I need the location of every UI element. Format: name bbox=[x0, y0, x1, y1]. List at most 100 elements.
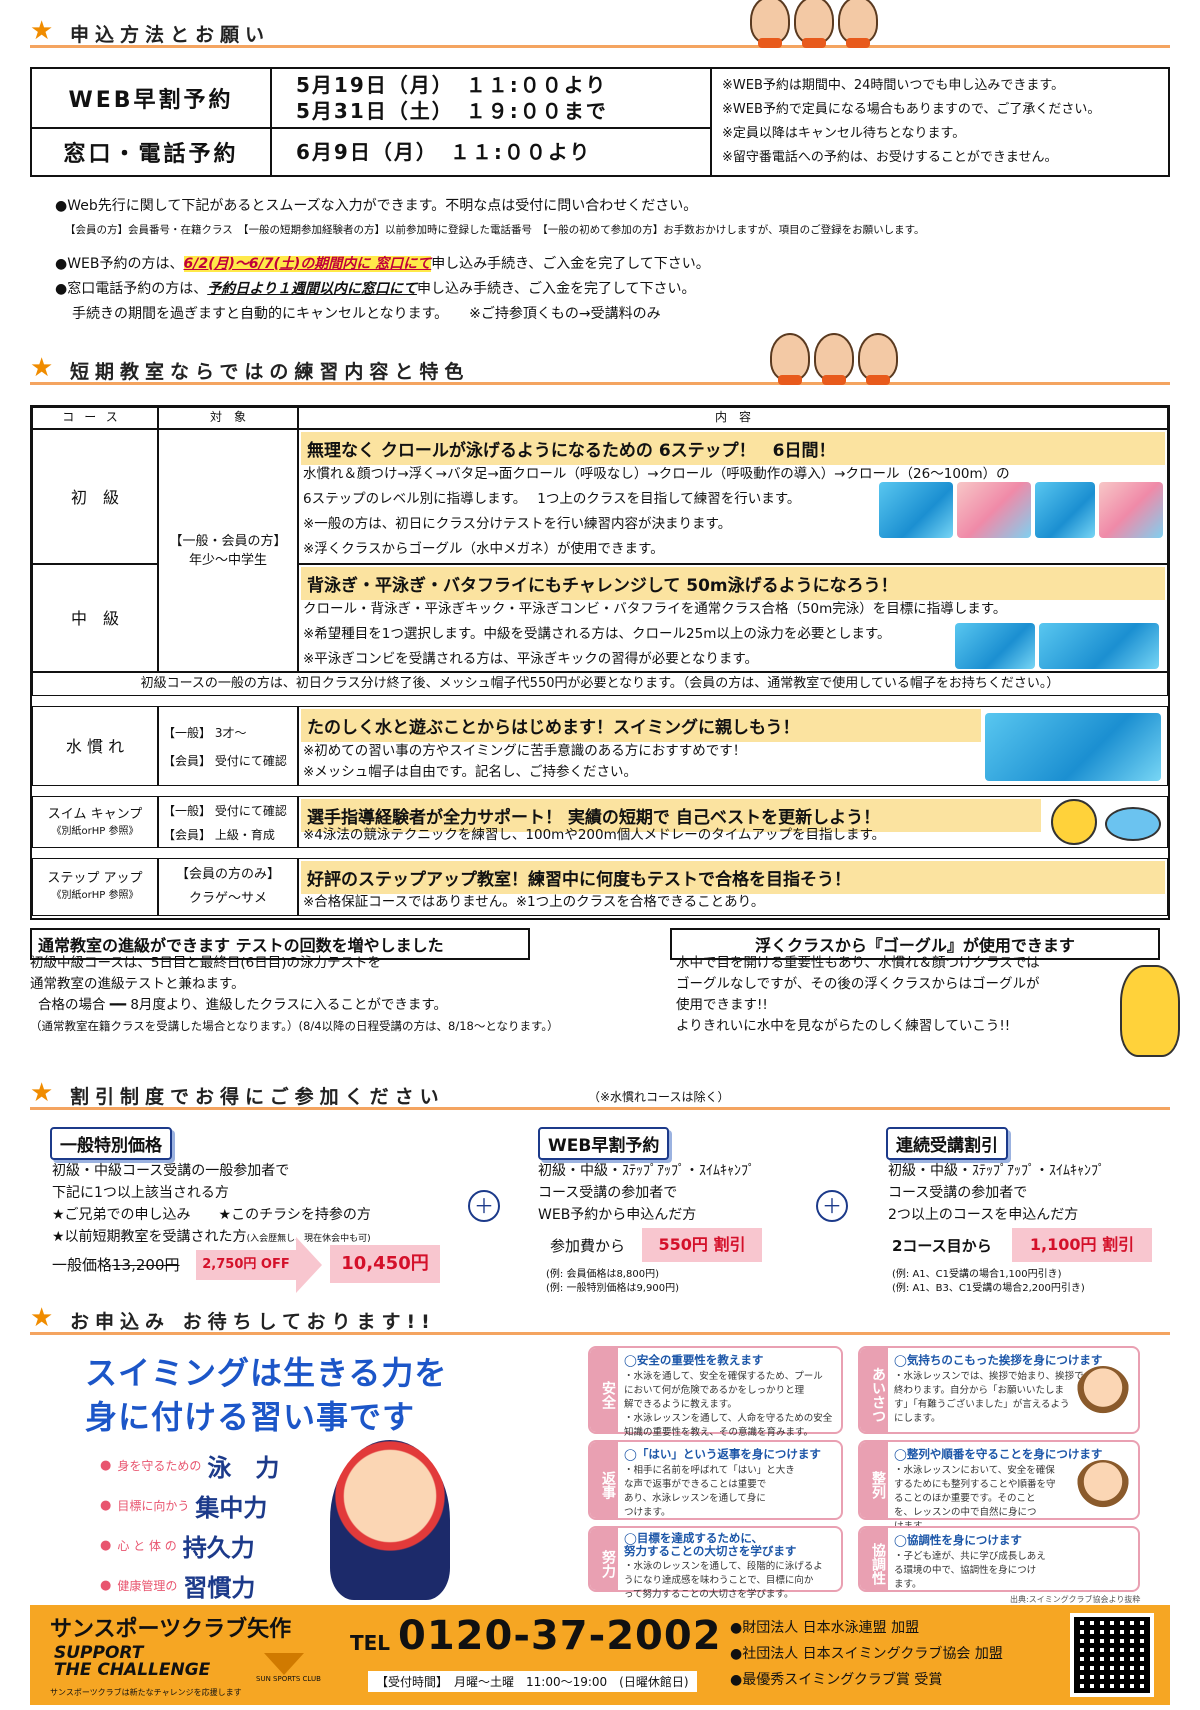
section-title: 短期教室ならではの練習内容と特色 bbox=[70, 361, 470, 383]
value-card-cooperation: 協調性 ◯協調性を身につけます ・子ども達が、共に学び成長しあえ る環境の中で、… bbox=[858, 1526, 1140, 1592]
info-line: ●WEB予約の方は、6/2(月)～6/7(土)の期間内に 窓口にて申し込み手続き… bbox=[55, 256, 710, 272]
staff-photo bbox=[770, 333, 898, 385]
multi-discount-examples: (例: A1、C1受講の場合1,100円引き) (例: A1、B3、C1受講の場… bbox=[892, 1269, 1085, 1294]
phone-date: 6月9日（月） １１:００より bbox=[270, 127, 712, 177]
info-line: 手続きの期間を過ぎますと自動的にキャンセルとなります。 ※ご持参頂くもの→受講料… bbox=[72, 306, 661, 322]
star-icon: ★ bbox=[30, 1303, 54, 1333]
multi-discount-text: 初級・中級・ｽﾃｯﾌﾟｱｯﾌﾟ・ｽｲﾑｷｬﾝﾌﾟ コース受講の参加者で 2つ以上… bbox=[888, 1163, 1105, 1223]
staff-face bbox=[838, 0, 878, 48]
section-title: お申込み お待ちしております!! bbox=[70, 1311, 436, 1333]
promo-left-title: 通常教室の進級ができます テストの回数を増やしました bbox=[30, 928, 530, 960]
plus-icon: ＋ bbox=[468, 1190, 500, 1222]
web-label: WEB早割予約 bbox=[30, 67, 272, 129]
swim-photo bbox=[1039, 623, 1159, 669]
regular-price: 一般価格13,200円 bbox=[52, 1256, 180, 1274]
child-illustration bbox=[1076, 1460, 1130, 1514]
promo-right-text: 水中で目を開ける重要性もあり、水慣れ＆顔つけクラスでは ゴーグルなしですが、その… bbox=[676, 955, 1040, 1034]
value-card-safety: 安全 ◯安全の重要性を教えます ・水泳を通して、安全を確保するため、プール にお… bbox=[588, 1346, 843, 1438]
col-header: 内 容 bbox=[298, 407, 1168, 429]
col-header: コース bbox=[32, 407, 158, 429]
banner-headline: スイミングは生きる力を bbox=[85, 1354, 448, 1392]
promo-right-title: 浮くクラスから『ゴーグル』が使用できます bbox=[670, 928, 1160, 960]
tagline-note: サンスポーツクラブは新たなチャレンジを応援します bbox=[50, 1688, 242, 1697]
reservation-table: WEB早割予約 5月19日（月） １１:００より 5月31日（土） １９:００ま… bbox=[30, 67, 1170, 177]
section-header-courses: ★ 短期教室ならではの練習内容と特色 bbox=[30, 333, 1170, 385]
web-discount-text: 初級・中級・ｽﾃｯﾌﾟｱｯﾌﾟ・ｽｲﾑｷｬﾝﾌﾟ コース受講の参加者で WEB予… bbox=[538, 1163, 755, 1223]
info-line: ●Web先行に関して下記があるとスムーズな入力ができます。不明な点は受付に問い合… bbox=[55, 198, 698, 214]
section-header-discount: ★ 割引制度でお得にご参加ください （※水慣れコースは除く） bbox=[30, 1080, 1170, 1110]
special-price: 10,450円 bbox=[330, 1245, 440, 1283]
value-card-effort: 努力 ◯目標を達成するために、 努力することの大切さを学びます ・水泳のレッスン… bbox=[588, 1526, 843, 1600]
multi-discount-label: 2コース目から bbox=[892, 1237, 992, 1255]
course-swimcamp: スイム キャンプ 《別紙orHP 参照》 bbox=[32, 796, 158, 848]
staff-face bbox=[858, 333, 898, 385]
staff-photo bbox=[750, 0, 878, 48]
swimcamp-headline: 選手指導経験者が全力サポート！ 実績の短期で 自己ベストを更新しよう！ bbox=[301, 799, 1041, 832]
staff-face bbox=[750, 0, 790, 48]
child-illustration bbox=[1076, 1366, 1130, 1420]
multi-discount-title: 連続受講割引 bbox=[886, 1127, 1008, 1160]
stepup-target: 【会員の方のみ】 クラゲ～サメ bbox=[158, 858, 298, 916]
swim-photo bbox=[1035, 482, 1095, 538]
info-small: 【会員の方】会員番号・在籍クラス 【一般の短期参加経験者の方】以前参加時に登録し… bbox=[65, 224, 925, 236]
value-card-order: 整列 ◯整列や順番を守ることを身につけます ・水泳レッスンにおいて、安全を確保 … bbox=[858, 1440, 1140, 1532]
water-headline: たのしく水と遊ぶことからはじめます！スイミングに親しもう！ bbox=[301, 709, 981, 742]
section-title: 割引制度でお得にご参加ください bbox=[70, 1086, 445, 1108]
course-stepup: ステップ アップ 《別紙orHP 参照》 bbox=[32, 858, 158, 916]
swim-photo bbox=[955, 623, 1035, 669]
tel-label: TEL bbox=[350, 1631, 391, 1655]
staff-face bbox=[794, 0, 834, 48]
mascot-icon bbox=[1051, 799, 1097, 845]
section-header-apply: ★ 申込方法とお願い bbox=[30, 0, 1170, 48]
off-badge: 2,750円 OFF bbox=[196, 1250, 296, 1280]
value-card-reply: 返事 ◯「はい」という返事を身につけます ・相手に名前を呼ばれて「はい」と大き … bbox=[588, 1440, 843, 1520]
web-discount-label: 参加費から bbox=[550, 1237, 626, 1255]
course-intermediate: 中 級 bbox=[32, 564, 158, 672]
qr-code[interactable] bbox=[1070, 1613, 1154, 1697]
cap-note: 初級コースの一般の方は、初日クラス分け終了後、メッシュ帽子代550円が必要となり… bbox=[32, 672, 1168, 696]
water-target: 【一般】 3才～ 【会員】 受付にて確認 bbox=[158, 706, 298, 786]
water-text: ※初めての習い事の方やスイミングに苦手意識のある方におすすめです！ ※メッシュ帽… bbox=[303, 743, 747, 780]
beginner-headline: 無理なく クロールが泳げるようになるための 6ステップ！ 6日間！ bbox=[301, 432, 1165, 465]
web-discount-title: WEB早割予約 bbox=[538, 1127, 670, 1160]
stepup-headline: 好評のステップアップ教室！練習中に何度もテストで合格を目指そう！ bbox=[301, 861, 1165, 894]
swim-photo bbox=[985, 713, 1161, 781]
intermediate-text: クロール・背泳ぎ・平泳ぎキック・平泳ぎコンビ・バタフライを通常クラス合格（50m… bbox=[303, 601, 1007, 667]
swimcamp-text: ※4泳法の競泳テクニックを練習し、100mや200m個人メドレーのタイムアップを… bbox=[303, 827, 886, 843]
stepup-content: 好評のステップアップ教室！練習中に何度もテストで合格を目指そう！ ※合格保証コー… bbox=[298, 858, 1168, 916]
star-icon: ★ bbox=[30, 1078, 54, 1108]
source-note: 出典:スイミングクラブ協会より抜粋 bbox=[1010, 1595, 1141, 1604]
skill-item: ●目標に向かう集中力 bbox=[100, 1493, 268, 1522]
intermediate-content: 背泳ぎ・平泳ぎ・バタフライにもチャレンジして 50m泳げるようになろう！ クロー… bbox=[298, 564, 1168, 672]
section-title: 申込方法とお願い bbox=[70, 24, 271, 46]
multi-discount-amount: 1,100円 割引 bbox=[1012, 1228, 1152, 1262]
general-price-text: 初級・中級コース受講の一般参加者で 下記に1つ以上該当される方 ★ご兄弟での申し… bbox=[52, 1163, 371, 1245]
arrow-right-icon bbox=[296, 1237, 322, 1293]
info-line: ●窓口電話予約の方は、予約日より１週間以内に窓口にて申し込み手続き、ご入金を完了… bbox=[55, 281, 696, 297]
value-card-greeting: あいさつ ◯気持ちのこもった挨拶を身につけます ・水泳レッスンでは、挨拶で始まり… bbox=[858, 1346, 1140, 1434]
stepup-text: ※合格保証コースではありません。※1つ上のクラスを合格できることあり。 bbox=[303, 894, 765, 910]
sun-sports-logo: SUN SPORTS CLUB bbox=[256, 1653, 321, 1689]
swim-photo bbox=[957, 482, 1031, 538]
skill-item: ●健康管理の習慣力 bbox=[100, 1573, 256, 1602]
course-water: 水 慣 れ bbox=[32, 706, 158, 786]
club-name: サンスポーツクラブ矢作 bbox=[50, 1617, 292, 1642]
tagline: SUPPORT THE CHALLENGE bbox=[54, 1643, 211, 1680]
tel-number[interactable]: 0120-37-2002 bbox=[398, 1613, 722, 1659]
staff-face bbox=[814, 333, 854, 385]
reservation-notes: ※WEB予約は期間中、24時間いつでも申し込みできます。 ※WEB予約で定員にな… bbox=[710, 67, 1170, 177]
plus-icon: ＋ bbox=[816, 1190, 848, 1222]
course-table: コース 対 象 内 容 初 級 中 級 【一般・会員の方】 年少～中学生 無理な… bbox=[30, 405, 1170, 920]
footer: サンスポーツクラブ矢作 SUPPORT THE CHALLENGE サンスポーツ… bbox=[30, 1605, 1170, 1705]
star-icon: ★ bbox=[30, 353, 54, 383]
child-swimmer-photo bbox=[330, 1440, 450, 1600]
promo-left-text: 初級中級コースは、5日目と最終日(6日目)の泳力テストを 通常教室の進級テストと… bbox=[30, 955, 559, 1033]
course-beginner: 初 級 bbox=[32, 429, 158, 564]
reception-hours: 【受付時間】 月曜～土曜 11:00～19:00 (日曜休館日) bbox=[368, 1671, 697, 1692]
beginner-text: 水慣れ＆顔つけ→浮く→バタ足→面クロール（呼吸なし）→クロール（呼吸動作の導入）… bbox=[303, 466, 1010, 557]
skill-item: ●身を守るための泳 力 bbox=[100, 1453, 280, 1482]
web-dates: 5月19日（月） １１:００より 5月31日（土） １９:００まで bbox=[270, 67, 712, 129]
water-content: たのしく水と遊ぶことからはじめます！スイミングに親しもう！ ※初めての習い事の方… bbox=[298, 706, 1168, 786]
skill-list: ●身を守るための泳 力 ●目標に向かう集中力 ●心 と 体 の持久力 ●健康管理… bbox=[100, 1445, 320, 1605]
swim-photo bbox=[1099, 482, 1163, 538]
